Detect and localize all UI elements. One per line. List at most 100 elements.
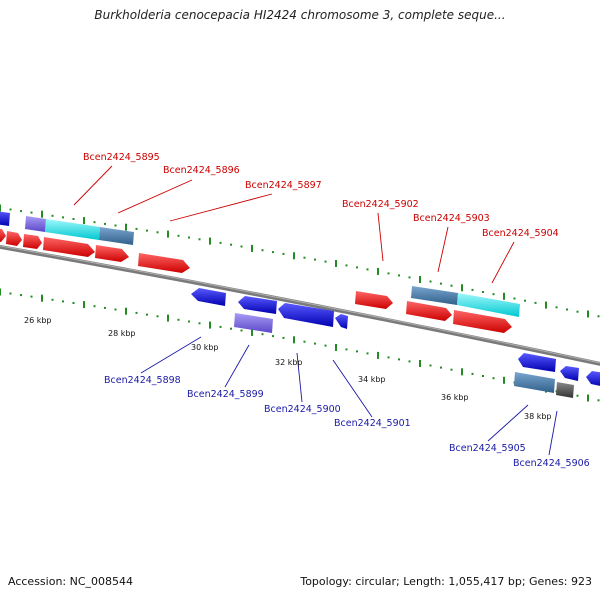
major-tick	[293, 252, 295, 260]
minor-tick	[429, 364, 432, 367]
major-tick	[251, 328, 253, 336]
gene-label-reverse[interactable]: Bcen2424_5900	[264, 404, 341, 415]
gene-label-reverse[interactable]: Bcen2424_5906	[513, 458, 590, 469]
cds-forward-ring	[0, 228, 512, 333]
major-tick	[41, 294, 43, 302]
major-tick	[0, 204, 1, 212]
gene-label-reverse[interactable]: Bcen2424_5905	[449, 443, 526, 454]
minor-tick	[356, 350, 358, 353]
minor-tick	[114, 308, 117, 311]
minor-tick	[282, 336, 285, 339]
minor-tick	[104, 306, 106, 309]
minor-tick	[177, 318, 180, 321]
minor-tick	[324, 260, 327, 263]
minor-tick	[219, 241, 222, 244]
minor-tick	[324, 344, 327, 347]
cds-arrow	[518, 353, 556, 372]
scale-label: 30 kbp	[191, 343, 219, 352]
minor-tick	[240, 245, 243, 248]
gene-label-forward[interactable]: Bcen2424_5903	[413, 213, 490, 224]
cog-block	[99, 227, 134, 245]
leader-line	[548, 410, 558, 456]
major-tick	[167, 314, 169, 322]
cds-arrow	[335, 314, 348, 329]
scale-label: 32 kbp	[275, 358, 303, 367]
minor-tick	[398, 358, 400, 361]
gene-label-forward[interactable]: Bcen2424_5904	[482, 228, 559, 239]
major-tick	[377, 267, 379, 275]
minor-tick	[20, 210, 22, 213]
topology-text: Topology: circular; Length: 1,055,417 bp…	[300, 575, 592, 588]
major-tick	[125, 307, 127, 315]
map-title: Burkholderia cenocepacia HI2424 chromoso…	[94, 8, 506, 22]
minor-tick	[198, 322, 201, 325]
minor-tick	[51, 214, 54, 217]
cds-arrow	[238, 296, 277, 314]
minor-tick	[555, 306, 558, 309]
major-tick	[209, 321, 211, 329]
major-tick	[419, 360, 421, 367]
minor-tick	[219, 325, 222, 328]
scale-label: 34 kbp	[358, 375, 386, 384]
minor-tick	[93, 221, 96, 224]
minor-tick	[156, 315, 159, 318]
minor-tick	[114, 224, 117, 227]
major-tick	[503, 376, 505, 384]
minor-tick	[440, 366, 442, 369]
minor-tick	[93, 305, 96, 308]
cog-block	[556, 382, 574, 398]
minor-tick	[576, 310, 579, 313]
minor-tick	[272, 335, 274, 338]
cds-arrow	[191, 288, 226, 306]
cog-block	[25, 216, 46, 232]
cog-forward-ring	[0, 211, 520, 317]
minor-tick	[72, 302, 75, 304]
gene-label-reverse[interactable]: Bcen2424_5899	[187, 389, 264, 400]
minor-tick	[408, 360, 411, 363]
cds-arrow	[0, 228, 6, 242]
minor-tick	[261, 249, 264, 252]
minor-tick	[492, 377, 495, 380]
gene-label-forward[interactable]: Bcen2424_5897	[245, 180, 322, 191]
minor-tick	[524, 299, 526, 302]
scale-label: 38 kbp	[524, 412, 552, 421]
minor-tick	[240, 329, 243, 332]
scale-label: 28 kbp	[108, 329, 136, 338]
minor-tick	[566, 308, 568, 311]
gene-label-reverse[interactable]: Bcen2424_5898	[104, 375, 181, 386]
major-tick	[41, 210, 43, 218]
minor-tick	[471, 372, 474, 375]
gene-label-forward[interactable]: Bcen2424_5902	[342, 199, 419, 210]
gene-label-reverse[interactable]: Bcen2424_5901	[334, 418, 411, 429]
minor-tick	[366, 268, 369, 271]
backbone-line	[0, 244, 600, 366]
major-tick	[377, 351, 379, 359]
major-tick	[83, 301, 85, 309]
minor-tick	[230, 243, 232, 246]
minor-tick	[20, 294, 22, 297]
leader-line	[491, 241, 515, 284]
gene-label-forward[interactable]: Bcen2424_5896	[163, 165, 240, 176]
minor-tick	[356, 266, 358, 269]
minor-tick	[482, 291, 484, 293]
minor-tick	[597, 399, 600, 402]
minor-tick	[135, 311, 138, 314]
minor-tick	[62, 216, 64, 219]
minor-tick	[62, 300, 64, 303]
minor-tick	[72, 218, 75, 220]
major-tick	[167, 230, 169, 238]
gene-label-forward[interactable]: Bcen2424_5895	[83, 152, 160, 163]
major-tick	[335, 344, 337, 351]
minor-tick	[51, 298, 54, 301]
leader-line	[140, 336, 202, 374]
cds-arrow	[278, 303, 334, 327]
minor-tick	[188, 236, 190, 239]
minor-tick	[597, 315, 600, 318]
cds-arrow	[406, 301, 452, 321]
leader-line	[224, 344, 250, 388]
minor-tick	[513, 297, 516, 300]
scale-label: 36 kbp	[441, 393, 469, 402]
minor-tick	[387, 272, 390, 275]
minor-tick	[230, 327, 232, 330]
